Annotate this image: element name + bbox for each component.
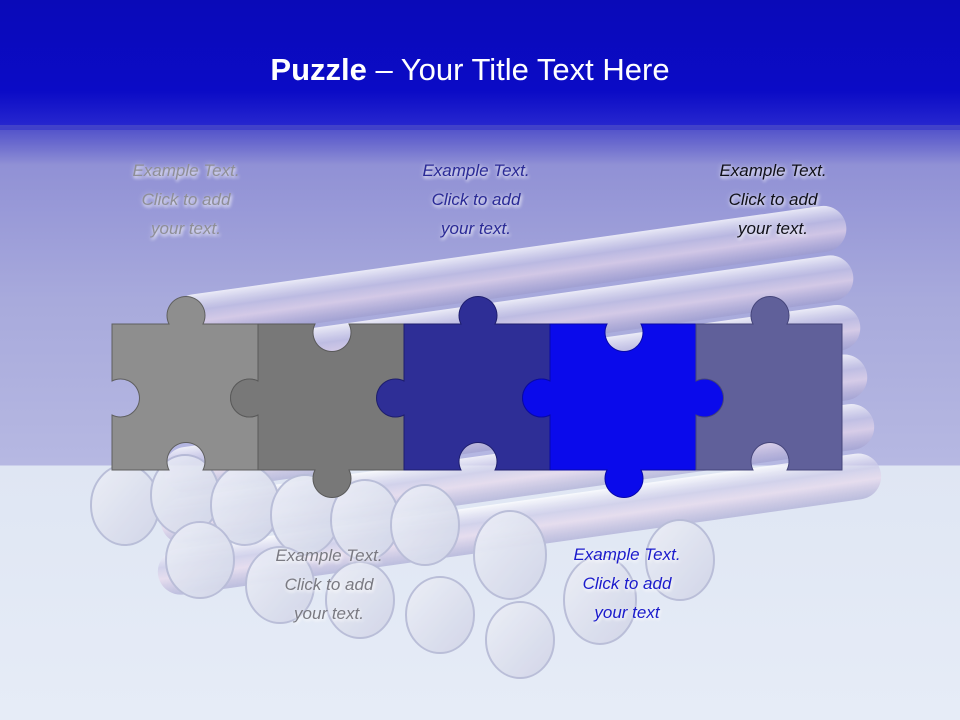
caption-1[interactable]: Example Text. Click to add your text. [86,156,286,243]
caption-line: your text [594,603,660,622]
caption-line: Example Text. [573,545,681,564]
caption-line: Click to add [141,190,231,209]
caption-line: your text. [294,604,364,623]
caption-line: Example Text. [719,161,827,180]
caption-line: Click to add [582,574,672,593]
header-band [0,0,960,130]
header-fade [0,125,960,165]
title-rest: – Your Title Text Here [366,52,670,87]
title-bold: Puzzle [270,52,367,87]
caption-line: your text. [738,219,808,238]
caption-line: your text. [441,219,511,238]
caption-line: Click to add [431,190,521,209]
caption-line: Example Text. [132,161,240,180]
caption-line: Click to add [728,190,818,209]
caption-line: Example Text. [275,546,383,565]
caption-3[interactable]: Example Text. Click to add your text. [376,156,576,243]
caption-line: your text. [151,219,221,238]
caption-5[interactable]: Example Text. Click to add your text. [673,156,873,243]
caption-line: Example Text. [422,161,530,180]
slide-title[interactable]: Puzzle – Your Title Text Here [0,50,940,90]
caption-2[interactable]: Example Text. Click to add your text. [229,541,429,628]
puzzle-piece-5 [695,296,843,471]
caption-line: Click to add [284,575,374,594]
caption-4[interactable]: Example Text. Click to add your text [527,540,727,627]
